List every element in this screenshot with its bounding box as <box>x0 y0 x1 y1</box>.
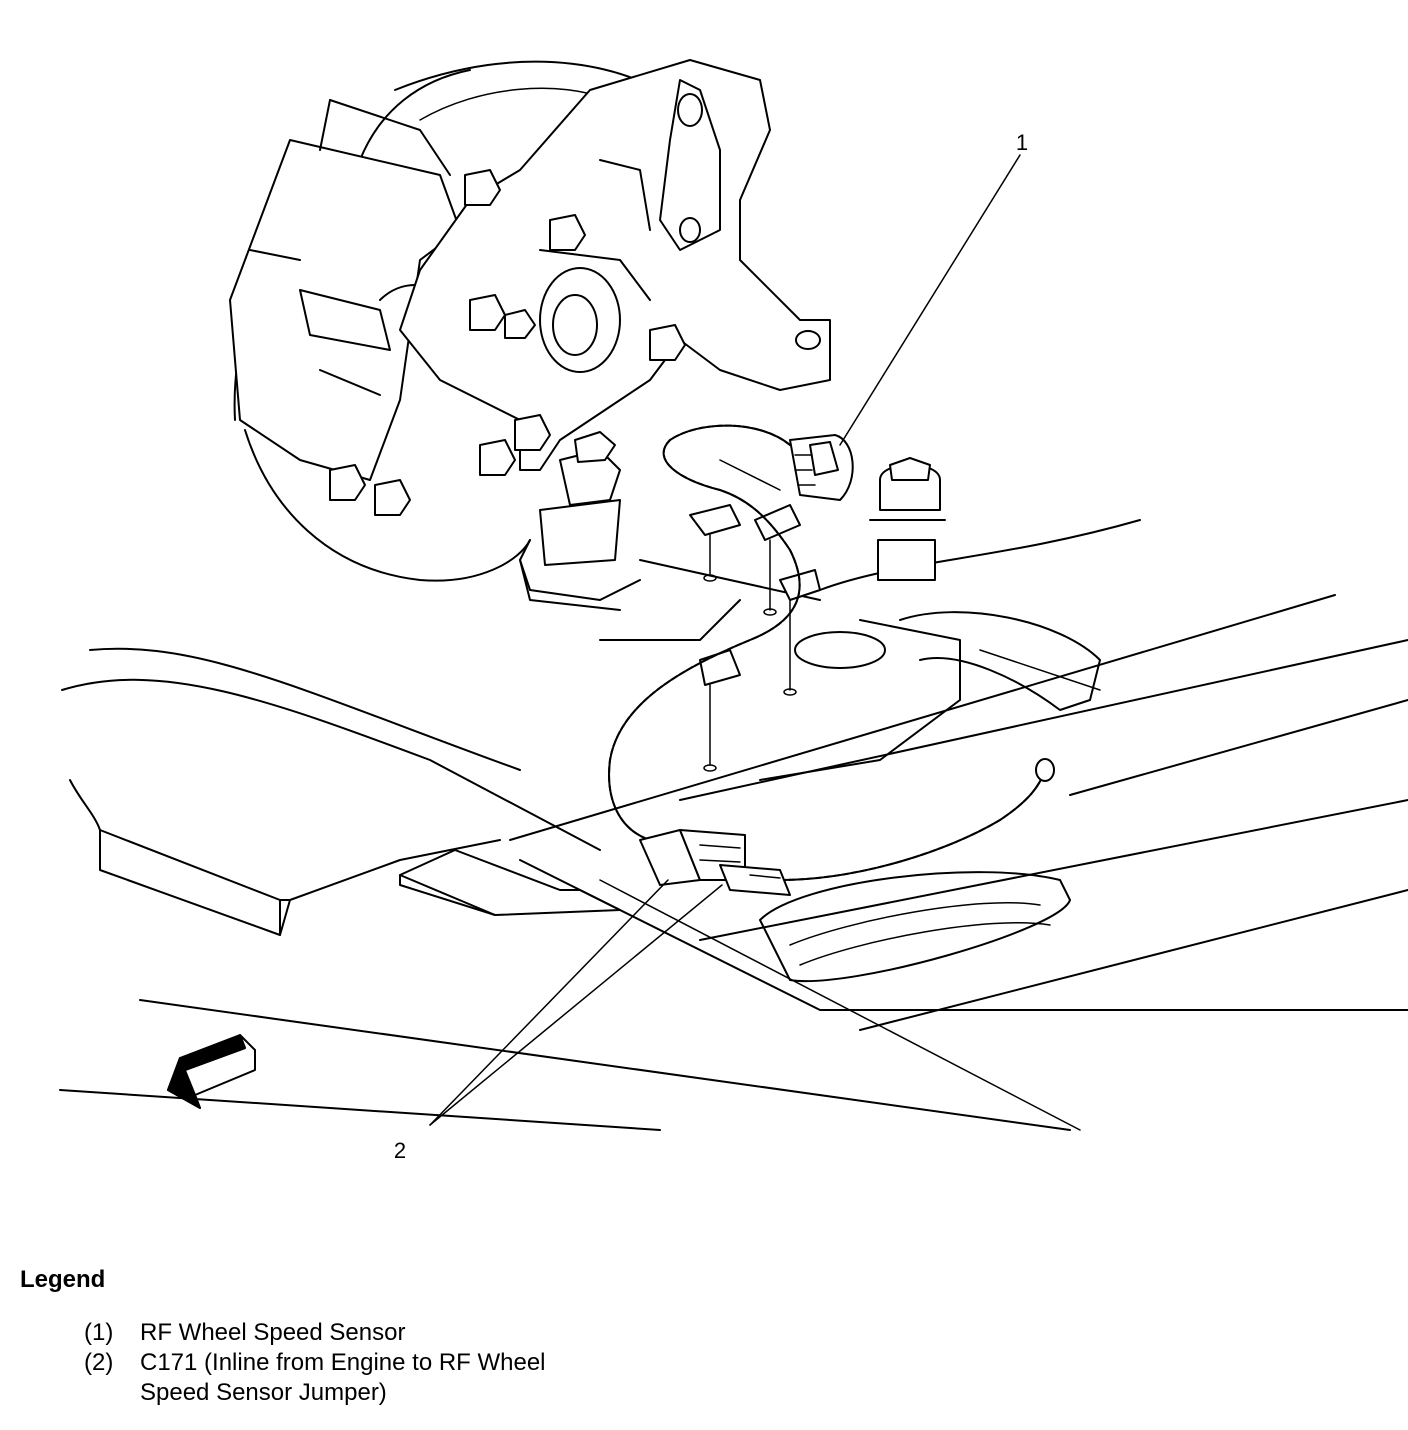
callout-1-label: 1 <box>1016 130 1028 155</box>
steering-knuckle <box>399 59 831 471</box>
sensor-harness-conduit <box>608 424 1055 881</box>
legend-item-line: Speed Sensor Jumper) <box>140 1379 387 1406</box>
legend-item-line: C171 (Inline from Engine to RF Wheel <box>140 1349 546 1376</box>
lower-ball-joint <box>519 431 641 601</box>
legend-item-number: (1) <box>84 1319 114 1346</box>
callout-2-label: 2 <box>394 1138 406 1163</box>
legend-item-line: RF Wheel Speed Sensor <box>140 1319 406 1346</box>
legend-heading: Legend <box>20 1266 106 1293</box>
c171-inline-connector <box>639 829 791 896</box>
legend-item: (1) RF Wheel Speed Sensor <box>84 1318 405 1348</box>
legend-item-number: (2) <box>84 1349 114 1376</box>
brake-caliper <box>229 99 461 481</box>
mounting-bolts <box>329 169 686 516</box>
forward-direction-arrow <box>167 1034 256 1109</box>
rf-wheel-speed-sensor-connector <box>789 434 854 501</box>
legend-item-text: RF Wheel Speed Sensor <box>140 1318 405 1348</box>
wheel-speed-sensor-illustration: 1 2 <box>59 59 1408 1163</box>
frame-rails <box>59 519 1408 1131</box>
upper-control-arm-bolt <box>869 457 946 581</box>
callout-leaders <box>429 154 1021 1126</box>
